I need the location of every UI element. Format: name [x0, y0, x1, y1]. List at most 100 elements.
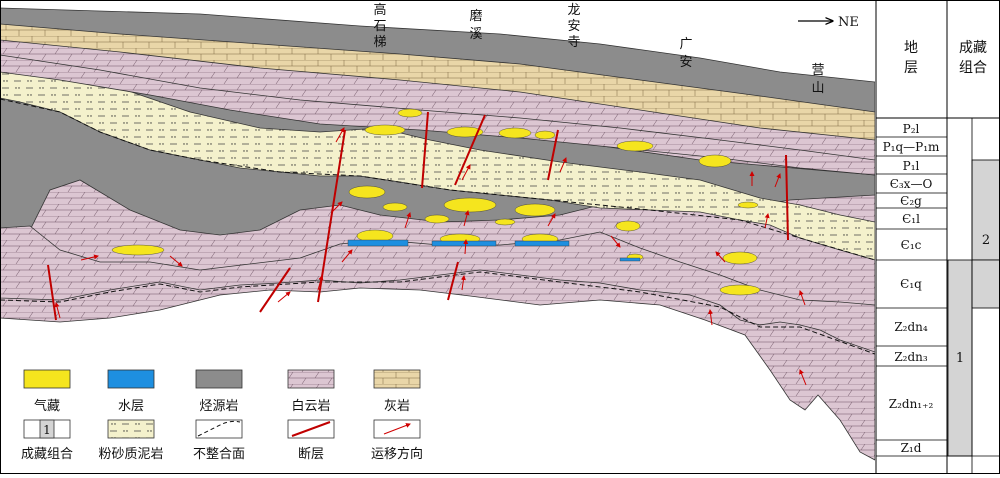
- location-char: 山: [811, 81, 824, 96]
- migration-arrow: [715, 251, 726, 263]
- migration-arrow: [774, 173, 781, 188]
- water-layer: [514, 240, 570, 247]
- stratum-label: Z₁d: [901, 441, 922, 455]
- gas-pool: [446, 126, 484, 138]
- legend-label: 水层: [118, 399, 144, 414]
- location-char: 广: [679, 37, 692, 52]
- stratum-label: P₁q—P₁m: [883, 140, 940, 154]
- gas-pool: [534, 130, 556, 140]
- legend-swatch-gas: [23, 369, 71, 389]
- assemblage-header: 组合: [959, 60, 987, 76]
- legend-label: 气藏: [34, 398, 60, 414]
- gas-pool: [397, 108, 423, 118]
- gas-pool: [615, 220, 641, 232]
- location-char: 石: [373, 19, 386, 34]
- water-layer: [431, 240, 497, 247]
- legend-swatch-water: [107, 369, 155, 389]
- assemblage-number: 2: [982, 233, 990, 248]
- migration-arrow: [335, 127, 345, 143]
- water-layer: [619, 257, 641, 262]
- location-moxi: 磨 溪: [469, 9, 482, 42]
- strata-header: 层: [904, 60, 918, 76]
- migration-arrow: [277, 291, 291, 303]
- migration-arrow: [169, 255, 183, 267]
- fault-line: [47, 264, 57, 321]
- gas-pool: [514, 203, 556, 217]
- direction-label: NE: [838, 15, 859, 30]
- gas-pool: [616, 140, 654, 152]
- migration-arrow: [708, 309, 714, 326]
- migration-arrow: [461, 164, 471, 181]
- assemblage-header: 成藏: [959, 40, 987, 56]
- migration-arrow: [547, 213, 556, 227]
- stratum-label: P₁l: [903, 159, 920, 173]
- section-body: [0, 7, 875, 461]
- location-char: 龙: [567, 3, 580, 18]
- dolomite-upper-band: [0, 54, 875, 176]
- migration-arrow: [317, 275, 324, 291]
- migration-arrow: [341, 249, 353, 263]
- location-char: 安: [679, 55, 692, 70]
- faults: [47, 111, 789, 321]
- location-longansi: 龙 安 寺: [567, 3, 580, 50]
- legend-label: 运移方向: [371, 446, 423, 462]
- location-gaoshiti: 高 石 梯: [373, 2, 386, 50]
- migration-arrow: [54, 302, 61, 319]
- gas-pool: [498, 127, 532, 139]
- legend-label: 灰岩: [384, 399, 410, 414]
- legend-swatch-source: [195, 369, 243, 389]
- migration-arrow: [331, 201, 343, 213]
- assemblage-1-cell: [947, 259, 973, 457]
- gas-pool: [111, 244, 165, 256]
- migration-arrow: [799, 369, 807, 386]
- unconformity-line-lower: [0, 271, 875, 355]
- location-guangan: 广 安: [679, 37, 692, 70]
- location-char: 安: [567, 19, 580, 34]
- location-labels: 高 石 梯 磨 溪 龙 安 寺 广 安 营 山: [373, 2, 824, 96]
- migration-arrow: [798, 290, 806, 306]
- legend-swatch-unconformity: [195, 419, 243, 439]
- location-char: 营: [811, 63, 824, 78]
- migration-arrow: [460, 275, 466, 291]
- stratum-label: Є₁c: [901, 238, 922, 252]
- migration-arrows: [54, 127, 807, 386]
- unconformity-line-upper: [0, 98, 875, 261]
- fault-line: [259, 267, 291, 313]
- fault-line: [317, 129, 346, 303]
- gas-pool: [443, 197, 497, 213]
- legend-label: 烃源岩: [199, 399, 238, 414]
- legend-swatch-siltmud: [107, 419, 155, 439]
- fault-line: [447, 261, 459, 301]
- migration-arrow: [80, 254, 99, 261]
- migration-arrow: [610, 235, 621, 248]
- strata-header: 地: [904, 40, 918, 56]
- legend-label: 成藏组合: [21, 447, 73, 462]
- stratigraphy-column: 地 层 成藏 组合 P₂l P₁q—P₁m P₁l Є₃x—O Є₂g Є₁l …: [875, 0, 1000, 475]
- migration-arrow: [404, 212, 412, 229]
- location-char: 梯: [373, 35, 386, 50]
- legend-assemblage-sample: 1: [43, 423, 51, 437]
- fault-line: [785, 154, 789, 241]
- location-char: 溪: [469, 27, 482, 42]
- gas-pool: [722, 251, 758, 265]
- location-char: 磨: [469, 9, 482, 24]
- migration-arrow: [559, 157, 567, 173]
- gas-pool: [494, 218, 516, 226]
- gas-pool: [719, 284, 761, 296]
- legend: 气藏 水层 烃源岩 白云岩 灰岩 1 成藏组合 粉砂质泥岩 不整合面 断层 运移…: [0, 356, 460, 474]
- legend-label: 粉砂质泥岩: [98, 447, 163, 462]
- legend-label: 断层: [298, 447, 324, 462]
- stratum-label: Є₁l: [902, 212, 920, 226]
- location-char: 寺: [567, 35, 580, 50]
- stratum-label: P₂l: [903, 122, 920, 136]
- water-layer: [347, 239, 409, 247]
- gas-pool: [348, 185, 386, 199]
- stratum-label: Z₂dn₁₊₂: [889, 397, 934, 411]
- fault-line: [421, 111, 429, 189]
- migration-arrow: [463, 210, 470, 227]
- location-yingshan: 营 山: [811, 63, 824, 96]
- legend-swatch-dolomite: [287, 369, 335, 389]
- fault-line: [547, 129, 559, 181]
